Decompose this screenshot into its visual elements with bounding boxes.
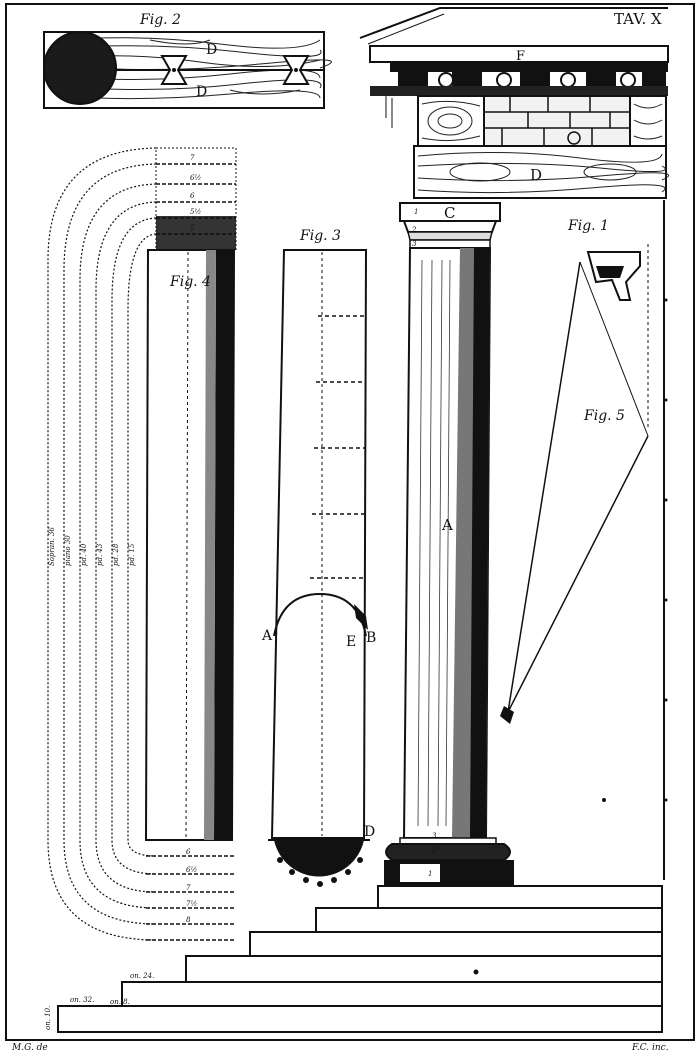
fig2-joint-detail xyxy=(43,31,332,109)
signature-right: F.C. inc. xyxy=(631,1043,669,1053)
fig4-top-marks: 7 6½ 6 5½ 5 xyxy=(190,154,201,232)
capital-letter-c: C xyxy=(444,204,455,222)
shaft-letter-a: A xyxy=(441,516,453,534)
arc-letter-b: B xyxy=(366,630,376,646)
fig4-shaft xyxy=(47,147,237,941)
fig4-bottom-marks: 6 6½ 7 7½ 8 xyxy=(186,848,197,924)
shaft-letter-d: D xyxy=(364,824,375,840)
svg-text:7: 7 xyxy=(186,884,191,892)
fig4-label: Fig. 4 xyxy=(169,274,211,290)
base-letter-b: B xyxy=(444,864,455,882)
fig2-label: Fig. 2 xyxy=(139,12,181,28)
arc-letter-a: A xyxy=(261,628,273,644)
fig2-letter-d-bottom: D xyxy=(196,84,207,100)
svg-text:3: 3 xyxy=(432,832,437,840)
svg-text:3: 3 xyxy=(412,240,417,248)
fig5-entasis xyxy=(500,200,668,880)
plate-border xyxy=(5,3,695,1041)
fig1-column xyxy=(384,202,514,886)
svg-text:7: 7 xyxy=(190,154,195,162)
svg-text:6: 6 xyxy=(186,848,191,856)
step-marker xyxy=(473,969,479,975)
svg-text:pd. 28: pd. 28 xyxy=(112,543,120,566)
signature-left: M.G. de xyxy=(11,1043,48,1053)
svg-text:7½: 7½ xyxy=(186,900,197,908)
entablature-letter-f: F xyxy=(516,49,525,64)
svg-text:2: 2 xyxy=(411,226,417,234)
svg-text:pd. 15: pd. 15 xyxy=(128,543,136,566)
svg-text:6½: 6½ xyxy=(186,866,197,874)
capital-numbers: 1 2 3 xyxy=(411,208,418,248)
svg-text:1: 1 xyxy=(414,208,418,216)
fig5-label: Fig. 5 xyxy=(583,408,625,424)
plate-title: TAV. X xyxy=(614,10,662,28)
beam-letter-d: D xyxy=(530,166,542,184)
svg-text:pd. 40: pd. 40 xyxy=(80,543,88,566)
svg-text:Sopran. 36: Sopran. 36 xyxy=(48,527,56,566)
svg-text:pd. 43: pd. 43 xyxy=(96,543,104,566)
fig1-label: Fig. 1 xyxy=(567,218,609,234)
svg-text:piano 30: piano 30 xyxy=(64,535,72,566)
svg-text:5: 5 xyxy=(190,224,195,232)
entablature xyxy=(359,7,669,199)
svg-text:5½: 5½ xyxy=(190,208,201,216)
svg-text:on. 32.: on. 32. xyxy=(70,996,94,1004)
fig2-letter-d-top: D xyxy=(206,42,217,58)
svg-text:6½: 6½ xyxy=(190,174,201,182)
svg-text:on. 10.: on. 10. xyxy=(44,1006,52,1030)
step-labels: on. 24. on. 32. on. 8. on. 10. xyxy=(44,972,154,1030)
svg-text:2: 2 xyxy=(431,846,437,854)
fig3-label: Fig. 3 xyxy=(299,228,341,244)
arc-letter-e: E xyxy=(346,634,356,650)
svg-text:on. 24.: on. 24. xyxy=(130,972,154,980)
svg-text:1: 1 xyxy=(428,870,432,878)
fig3-shaft xyxy=(268,249,370,887)
svg-text:6: 6 xyxy=(190,192,195,200)
svg-text:on. 8.: on. 8. xyxy=(110,998,130,1006)
fig4-curve-labels: Sopran. 36 piano 30 pd. 40 pd. 43 pd. 28… xyxy=(48,527,136,566)
steps xyxy=(57,885,663,1033)
base-numbers: 3 2 1 xyxy=(428,832,437,878)
svg-text:8: 8 xyxy=(186,916,191,924)
